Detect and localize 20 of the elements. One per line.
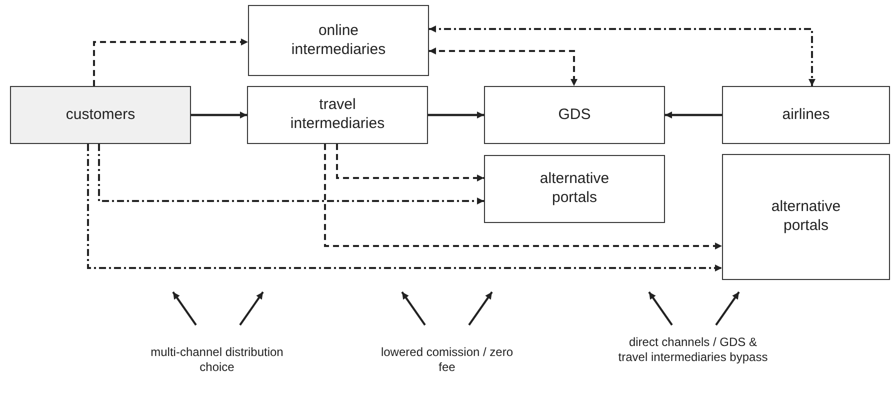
connector-arrow [93, 38, 248, 86]
annotation-text: lowered comission / zero fee [380, 345, 514, 375]
process-box: alternative portals [722, 154, 890, 280]
process-box: GDS [484, 86, 665, 144]
annotation-text: direct channels / GDS & travel intermediaries bypass [618, 335, 768, 365]
process-box: alternative portals [484, 155, 665, 223]
connector-arrow [191, 112, 247, 118]
process-box: airlines [722, 86, 890, 144]
process-box: travel intermediaries [247, 86, 428, 144]
connector-arrow [428, 112, 484, 118]
connector-arrow [87, 144, 722, 272]
process-box: customers [10, 86, 191, 144]
connector-arrow [98, 144, 484, 204]
connector-arrow [324, 144, 722, 250]
connector-arrow [429, 26, 816, 86]
connector-arrow [665, 112, 722, 118]
process-box: online intermediaries [248, 5, 429, 76]
connector-arrow [429, 48, 578, 86]
annotation-text: multi-channel distribution choice [150, 345, 284, 375]
connector-arrow [336, 144, 484, 182]
